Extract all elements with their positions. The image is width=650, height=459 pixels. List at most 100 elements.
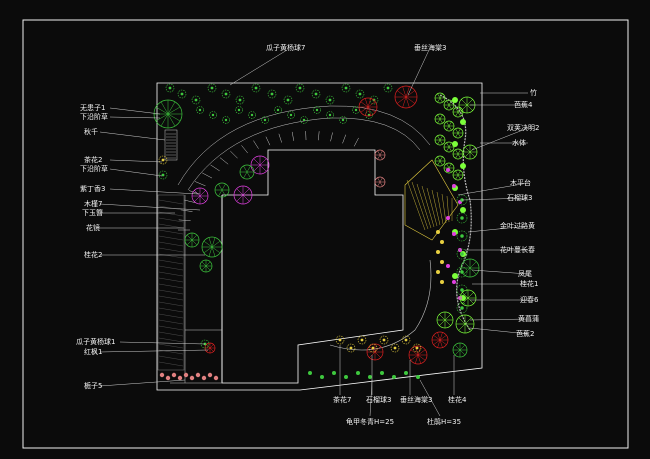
label-chahua7: 茶花7: [333, 396, 352, 404]
mujin: [214, 182, 230, 198]
crabapple-tree: [431, 331, 449, 349]
wooden-deck: [404, 159, 459, 241]
planting-strip-left: [157, 194, 185, 371]
boxwood-ball: [341, 83, 351, 93]
label-shuangjue: 双荚决明2: [507, 124, 540, 132]
banana-plant: [452, 169, 464, 181]
label-fengwei: 凤尾: [518, 270, 532, 278]
stepping-stone: [353, 137, 359, 147]
wuhuanzi-tree: [153, 99, 183, 129]
boxwood-ball: [251, 83, 261, 93]
label-dujuan: 杜鹃H=35: [427, 418, 462, 426]
bamboo: [460, 163, 466, 169]
label-guijia: 龟甲冬青H=25: [346, 418, 395, 426]
boxwood-ball: [165, 83, 175, 93]
leader-line: [419, 379, 441, 417]
gardenia: [159, 372, 165, 378]
label-shiliu3-right: 石榴球3: [507, 194, 533, 202]
boxwood-ball: [274, 106, 282, 114]
boxwood-ball: [207, 83, 217, 93]
label-chahua2: 茶花2: [84, 156, 103, 164]
boxwood-ball: [326, 111, 334, 119]
gardenia: [189, 375, 195, 381]
label-jinye: 金叶过路黄: [500, 222, 535, 230]
boxwood-ball: [339, 116, 347, 124]
gardenia: [165, 375, 171, 381]
deck-plank: [426, 187, 438, 227]
leader-line: [109, 107, 161, 115]
label-mupingtai: 木平台: [510, 179, 531, 187]
iris: [452, 184, 456, 188]
boxwood-ball: [196, 106, 204, 114]
osmanthus: [184, 232, 200, 248]
osmanthus: [460, 258, 480, 278]
stepping-stone: [202, 172, 213, 179]
boxwood-ball: [235, 95, 245, 105]
leader-line: [469, 318, 529, 321]
label-guihua4: 桂花4: [448, 396, 467, 404]
hatch-line: [158, 343, 184, 349]
hatch-line: [158, 205, 184, 211]
hatch-line: [158, 331, 184, 337]
leader-line: [119, 341, 206, 345]
banana-plant: [455, 314, 475, 334]
path-edge-inner: [187, 117, 421, 191]
stepping-stone: [291, 131, 295, 141]
lysimachia: [440, 280, 444, 284]
banana-plant: [443, 99, 455, 111]
bamboo: [452, 141, 458, 147]
hatch-line: [158, 223, 184, 229]
hatch-line: [158, 325, 184, 331]
label-xiayanmaicao-1: 下沿阶草: [80, 113, 108, 121]
leader-line: [369, 379, 373, 417]
hatch-line: [158, 217, 184, 223]
camellia: [368, 343, 378, 353]
water-body: [439, 94, 472, 331]
boxwood-ball: [295, 83, 305, 93]
holly: [416, 375, 420, 379]
label-guazi-1: 瓜子黄杨球1: [76, 338, 116, 346]
boxwood-ball: [267, 89, 277, 99]
leader-lines: [99, 49, 529, 417]
hatch-line: [158, 319, 184, 325]
lysimachia: [440, 260, 444, 264]
boxwood-ball: [209, 111, 217, 119]
hatch-line: [158, 313, 184, 319]
drawing-frame: [22, 19, 629, 449]
banana-plant: [443, 162, 455, 174]
banana-plant: [452, 127, 464, 139]
shrub: [456, 284, 468, 296]
stepping-stone: [178, 219, 191, 222]
banana-plant: [452, 148, 464, 160]
leader-line: [109, 116, 161, 119]
hatch-line: [158, 307, 184, 313]
stepping-stone: [318, 131, 320, 141]
boxwood-ball: [313, 106, 321, 114]
deck-plank: [411, 181, 429, 230]
label-bajiao4: 芭蕉4: [514, 101, 533, 109]
osmanthus: [452, 342, 468, 358]
leader-line: [471, 127, 529, 151]
iris: [452, 232, 456, 236]
boxwood-ball: [177, 89, 187, 99]
boxwood-ball: [311, 89, 321, 99]
boxwood-ball: [248, 111, 256, 119]
lysimachia: [436, 250, 440, 254]
label-chuisi-top: 垂丝海棠3: [414, 44, 447, 52]
osmanthus: [201, 236, 223, 258]
stepping-stone: [230, 150, 238, 159]
label-qianqiu: 秋千: [84, 128, 98, 136]
crabapple-tree: [408, 345, 428, 365]
leader-line: [99, 349, 209, 353]
hatch-line: [158, 283, 184, 289]
hatch-line: [158, 199, 184, 205]
holly: [320, 375, 324, 379]
rose: [374, 149, 386, 161]
label-guihua1: 桂花1: [520, 280, 539, 288]
deck-plank: [436, 191, 444, 225]
stepping-stone: [253, 140, 259, 149]
stepping-stone: [188, 190, 201, 195]
hatch-line: [158, 271, 184, 277]
iris: [446, 216, 450, 220]
